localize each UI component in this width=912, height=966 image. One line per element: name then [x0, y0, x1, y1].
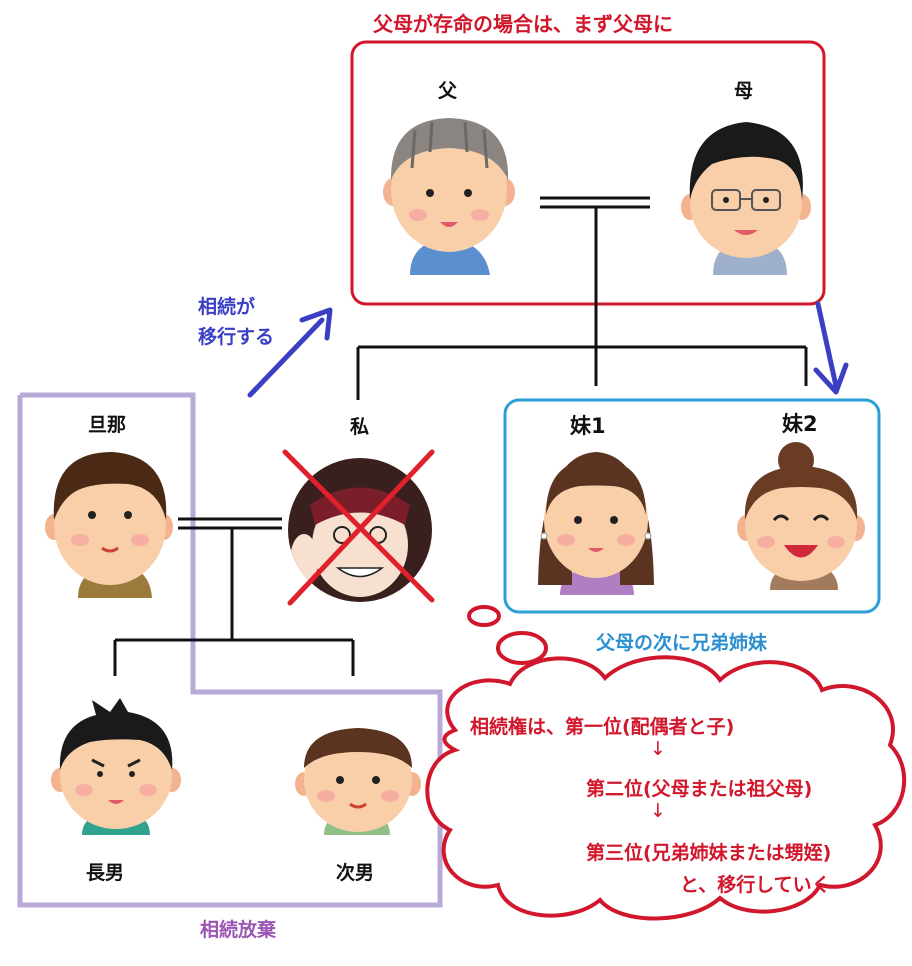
siblings-note: 父母の次に兄弟姉妹 [596, 632, 768, 654]
sister2-illustration [737, 442, 865, 590]
thought-bubble [425, 605, 907, 921]
bubble-line-third-rank: 第三位(兄弟姉妹または甥姪) [586, 842, 832, 864]
siblings-arrow-icon [813, 301, 849, 395]
sister1-illustration [538, 452, 654, 595]
eldest-son-label: 長男 [86, 862, 125, 884]
husband-illustration [45, 452, 173, 598]
parents-box [350, 40, 826, 306]
me-label: 私 [350, 416, 370, 438]
red-x-cross-icon [282, 449, 435, 606]
renounce-box [17, 392, 443, 908]
bubble-arrow-2: ↓ [650, 800, 666, 822]
second-son-label: 次男 [336, 862, 375, 884]
mother-illustration [681, 122, 811, 275]
father-illustration [383, 118, 515, 275]
bubble-arrow-1: ↓ [650, 738, 666, 760]
second-son-illustration [295, 728, 421, 835]
sister2-label: 妹2 [782, 412, 818, 436]
siblings-box [503, 398, 881, 614]
parents-note: 父母が存命の場合は、まず父母に [373, 12, 673, 36]
bubble-line-first-rank: 相続権は、第一位(配偶者と子) [470, 716, 735, 738]
transfer-arrow-icon [247, 307, 333, 398]
couple-marriage-line [113, 517, 355, 676]
transfer-label-line1: 相続が [198, 296, 256, 318]
mother-label: 母 [734, 80, 754, 102]
renounce-note: 相続放棄 [200, 919, 277, 941]
husband-label: 旦那 [88, 414, 127, 436]
father-label: 父 [438, 80, 458, 102]
bubble-line-second-rank: 第二位(父母または祖父母) [586, 778, 813, 800]
transfer-label-line2: 移行する [198, 326, 275, 348]
sister1-label: 妹1 [570, 414, 606, 438]
eldest-son-illustration [51, 698, 181, 835]
parents-marriage-line [356, 196, 808, 400]
bubble-line-conclusion: と、移行していく [680, 874, 831, 896]
